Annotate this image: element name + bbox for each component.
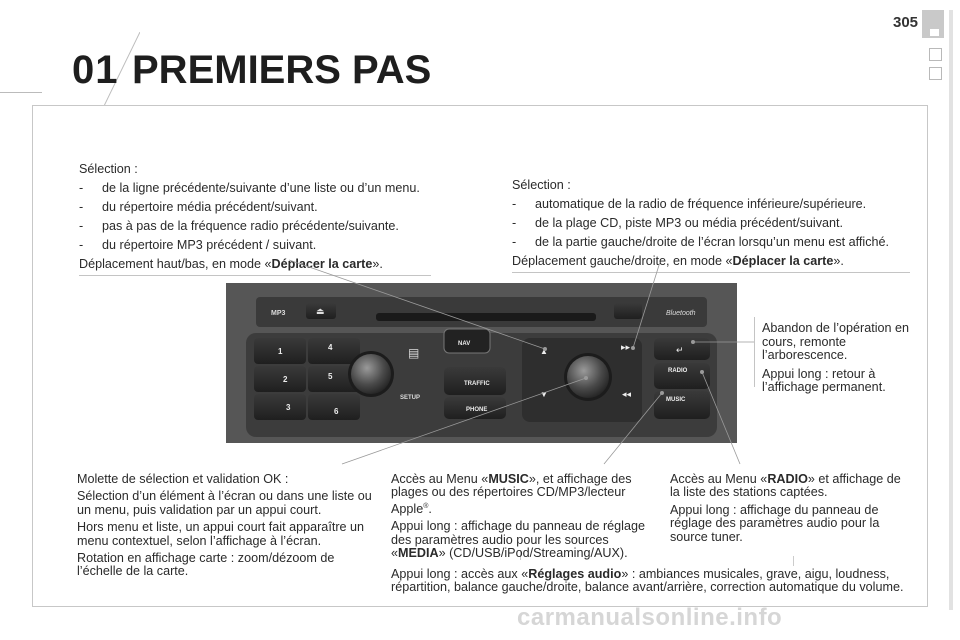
setup-label: SETUP [400, 395, 420, 401]
chapter-separator [104, 32, 140, 106]
list-item: de la plage CD, piste MP3 ou média précé… [512, 216, 910, 231]
music-button[interactable] [654, 391, 710, 419]
phone-label: PHONE [466, 407, 487, 413]
up-arrow-icon: ▲ [540, 347, 548, 356]
mp3-label: MP3 [271, 310, 286, 317]
selection-list: automatique de la radio de fréquence inf… [512, 197, 910, 250]
chapter-title: PREMIERS PAS [132, 48, 432, 92]
preset-button-1[interactable] [254, 338, 306, 364]
knob-title: Molette de sélection et validation OK : [77, 472, 289, 486]
cd-eject-button[interactable] [614, 303, 642, 319]
page-number: 305 [893, 14, 919, 31]
control-panel-photo: MP3 ⏏ Bluetooth 1 4 2 5 3 6 ▤ SETUP NAV … [226, 283, 737, 443]
side-rule [949, 10, 953, 610]
seek-keys-description: Sélection : automatique de la radio de f… [512, 178, 910, 275]
phone-button[interactable] [444, 397, 506, 419]
radio-label: RADIO [668, 368, 688, 374]
list-item: de la partie gauche/droite de l’écran lo… [512, 235, 910, 250]
list-item: automatique de la radio de fréquence inf… [512, 197, 910, 212]
radio-long-press: Appui long : affichage du panneau de rég… [670, 502, 880, 544]
knob-context-text: Hors menu et liste, un appui court fait … [77, 520, 365, 548]
title-rule [0, 92, 42, 93]
music-description: Accès au Menu «MUSIC», et affichage des … [391, 472, 657, 563]
bluetooth-label: Bluetooth [666, 310, 696, 317]
list-item: pas à pas de la fréquence radio précéden… [79, 219, 431, 234]
back-short-press: Abandon de l’opération en cours, remonte… [762, 321, 910, 362]
back-long-press: Appui long : retour à l’affichage perman… [762, 366, 886, 394]
corner-tab-mark [930, 29, 939, 36]
nav-button[interactable] [443, 328, 491, 354]
preset-button-3[interactable] [254, 394, 306, 420]
radio-button[interactable] [654, 363, 710, 389]
eject-icon: ⏏ [316, 306, 325, 316]
chapter-number: 01 [72, 48, 119, 92]
audio-settings-text: Appui long : accès aux «Réglages audio» … [391, 567, 904, 595]
knob-zoom-text: Rotation en affichage carte : zoom/dézoo… [77, 551, 335, 579]
back-button[interactable] [654, 338, 710, 360]
knob-select-text: Sélection d’un élément à l’écran ou dans… [77, 489, 372, 517]
list-item: du répertoire média précédent/suivant. [79, 200, 431, 215]
list-item: du répertoire MP3 précédent / suivant. [79, 238, 431, 253]
traffic-button[interactable] [444, 367, 506, 395]
preset-button-6[interactable] [308, 394, 360, 420]
preset-label: 5 [328, 372, 333, 381]
navigation-keys-description: Sélection : de la ligne précédente/suiva… [79, 162, 431, 278]
control-panel-illustration: MP3 ⏏ Bluetooth 1 4 2 5 3 6 ▤ SETUP NAV … [226, 283, 737, 443]
selection-intro: Sélection : [512, 178, 571, 192]
preset-label: 1 [278, 347, 283, 356]
map-icon: ▤ [408, 346, 419, 360]
content-frame [32, 105, 928, 607]
preset-button-5[interactable] [308, 366, 360, 392]
music-short-press: Accès au Menu «MUSIC», et affichage des … [391, 472, 632, 516]
preset-label: 2 [283, 375, 288, 384]
preset-label: 6 [334, 407, 339, 416]
music-label: MUSIC [666, 397, 686, 403]
side-marker-2 [929, 67, 942, 80]
knob-description: Molette de sélection et validation OK : … [77, 472, 377, 581]
callout-rule [754, 317, 755, 387]
selection-intro: Sélection : [79, 162, 138, 176]
music-long-press: Appui long : affichage du panneau de rég… [391, 519, 645, 561]
tick-mark [520, 550, 521, 560]
preset-button-4[interactable] [308, 338, 360, 364]
down-arrow-icon: ▼ [540, 390, 548, 399]
radio-description: Accès au Menu «RADIO» et affichage de la… [670, 472, 912, 546]
preset-label: 4 [328, 343, 333, 352]
watermark: carmanualsonline.info [517, 604, 783, 631]
side-marker-1 [929, 48, 942, 61]
selection-list: de la ligne précédente/suivante d’une li… [79, 181, 431, 253]
preset-label: 3 [286, 403, 291, 412]
back-button-description: Abandon de l’opération en cours, remonte… [762, 321, 912, 397]
tick-mark [793, 556, 794, 566]
back-icon: ↵ [676, 345, 684, 355]
move-map-note: Déplacement gauche/droite, en mode «Dépl… [512, 254, 910, 273]
radio-short-press: Accès au Menu «RADIO» et affichage de la… [670, 472, 901, 500]
volume-knob-cap [351, 354, 391, 394]
move-map-note: Déplacement haut/bas, en mode «Déplacer … [79, 257, 431, 276]
preset-button-2[interactable] [254, 366, 306, 392]
nav-label: NAV [458, 341, 470, 347]
eject-button[interactable] [306, 303, 336, 319]
audio-settings-description: Appui long : accès aux «Réglages audio» … [391, 567, 911, 597]
selection-knob-cap [567, 356, 609, 398]
list-item: de la ligne précédente/suivante d’une li… [79, 181, 431, 196]
traffic-label: TRAFFIC [464, 381, 490, 387]
seek-back-icon: ◂◂ [622, 389, 632, 399]
seek-forward-icon: ▸▸ [621, 342, 631, 352]
